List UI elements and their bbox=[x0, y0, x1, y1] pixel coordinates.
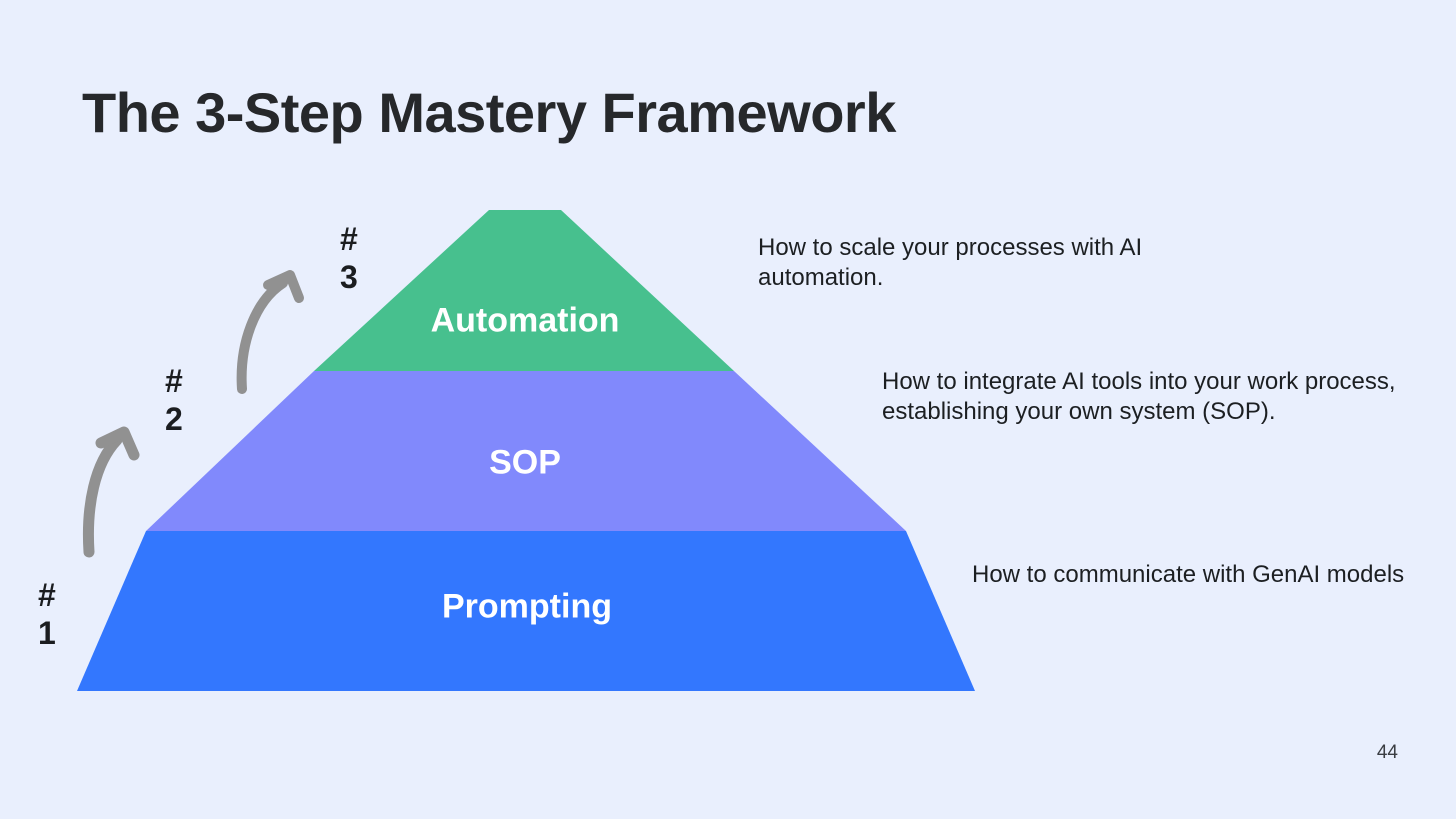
step-badge-1-number: 1 bbox=[38, 614, 56, 651]
step-badge-2-hash: # bbox=[165, 363, 183, 399]
description-sop: How to integrate AI tools into your work… bbox=[882, 368, 1396, 426]
step-badge-3-number: 3 bbox=[340, 258, 358, 295]
step-badge-3-hash: # bbox=[340, 221, 358, 257]
description-automation: How to scale your processes with AI auto… bbox=[758, 234, 1143, 292]
step-badge-1-hash: # bbox=[38, 577, 56, 613]
arrow-step2-to-step3 bbox=[236, 270, 304, 394]
pyramid-tier-automation bbox=[314, 210, 734, 371]
step-badge-2-number: 2 bbox=[165, 400, 183, 437]
step-badge-1: # 1 bbox=[38, 577, 56, 653]
description-prompting: How to communicate with GenAI models bbox=[972, 561, 1405, 588]
arrow-step1-to-step2 bbox=[83, 426, 140, 558]
step-badge-2: # 2 bbox=[165, 363, 183, 439]
page-title: The 3-Step Mastery Framework bbox=[82, 81, 896, 144]
page-number: 44 bbox=[1376, 742, 1398, 763]
tier-label-prompting: Prompting bbox=[442, 587, 612, 626]
step-badge-3: # 3 bbox=[340, 221, 358, 297]
tier-label-sop: SOP bbox=[489, 443, 561, 482]
tier-label-automation: Automation bbox=[430, 301, 620, 340]
